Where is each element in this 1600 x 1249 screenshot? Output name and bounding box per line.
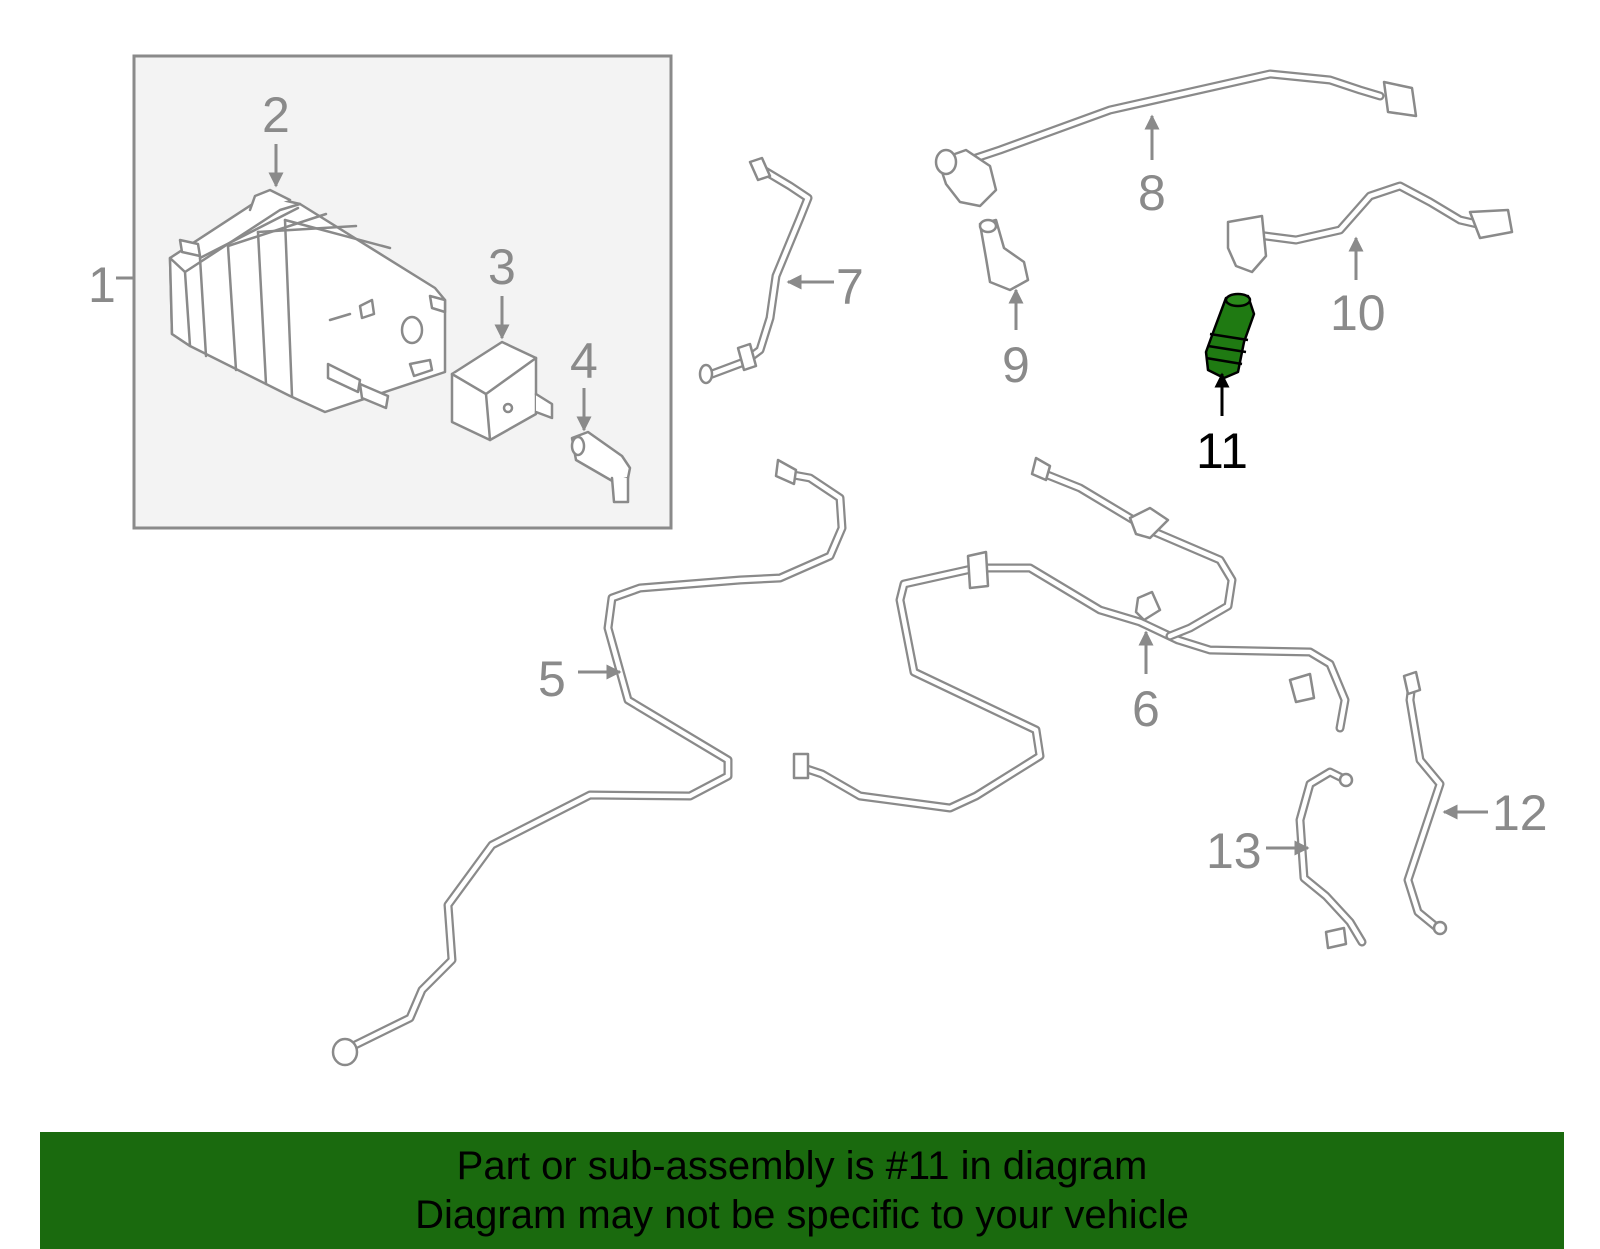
part-12-hose — [1402, 670, 1448, 936]
callout-1: 1 — [88, 257, 116, 313]
part-3-purge-valve — [450, 340, 554, 442]
callout-2: 2 — [262, 87, 290, 143]
leader-lines — [116, 114, 1488, 856]
part-8-hose — [934, 69, 1418, 208]
callout-9: 9 — [1002, 337, 1030, 393]
part-10-hose — [1226, 181, 1514, 274]
part-7-hose — [698, 156, 813, 385]
callout-10: 10 — [1330, 285, 1386, 341]
callout-11: 11 — [1196, 423, 1248, 479]
part-6-tube-assembly — [792, 456, 1350, 813]
callout-4: 4 — [570, 333, 598, 389]
callout-13: 13 — [1206, 823, 1262, 879]
callout-3: 3 — [488, 239, 516, 295]
info-banner: Part or sub-assembly is #11 in diagram D… — [40, 1132, 1564, 1249]
callout-8: 8 — [1138, 165, 1166, 221]
callout-12: 12 — [1492, 785, 1548, 841]
callout-5: 5 — [538, 651, 566, 707]
part-11-fitting-highlighted — [1204, 292, 1256, 380]
part-5-tube — [331, 458, 847, 1067]
part-9-valve — [978, 218, 1030, 292]
part-4-connector — [570, 430, 632, 504]
banner-line-1: Part or sub-assembly is #11 in diagram — [456, 1143, 1148, 1188]
part-13-hose — [1295, 767, 1367, 950]
callout-7: 7 — [836, 259, 864, 315]
part-2-canister — [168, 188, 447, 414]
callout-6: 6 — [1132, 681, 1160, 737]
banner-line-2: Diagram may not be specific to your vehi… — [415, 1192, 1189, 1237]
